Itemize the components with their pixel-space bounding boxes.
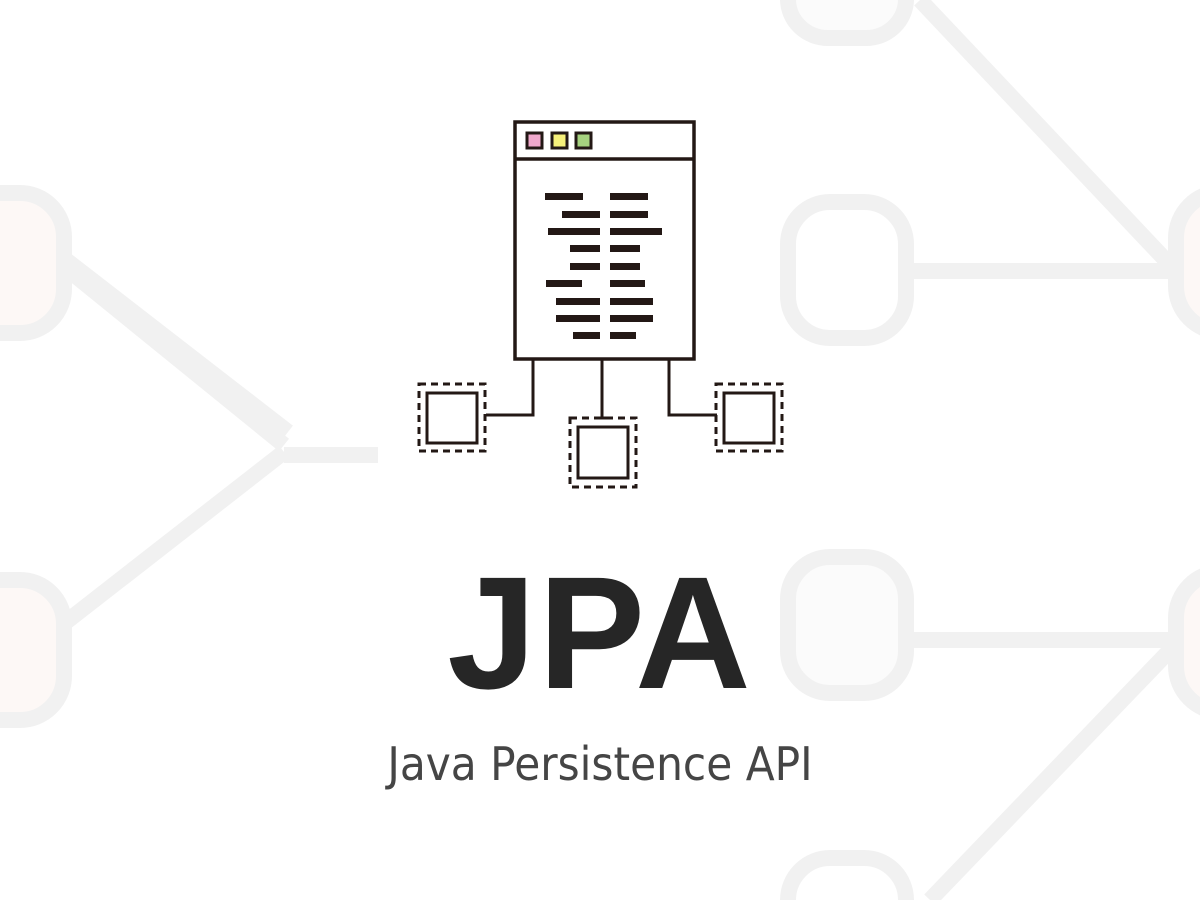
bg-node-right-lower	[780, 549, 914, 701]
window-dot-yellow-icon	[550, 131, 569, 150]
bg-node-edge-top	[1168, 188, 1200, 336]
bg-node-left-top	[0, 185, 72, 341]
page-title: JPA	[447, 543, 753, 722]
page-subtitle: Java Persistence API	[387, 737, 813, 791]
bg-node-left-bottom	[0, 572, 72, 728]
window-dot-green-icon	[574, 131, 593, 150]
bg-node-right-bottom	[780, 850, 914, 900]
window-dot-pink-icon	[525, 131, 544, 150]
entity-node-right-icon	[714, 382, 784, 453]
bg-node-right-top	[780, 0, 914, 46]
bg-node-right-middle	[780, 194, 914, 346]
entity-node-left-icon	[417, 382, 487, 453]
app-window-icon	[513, 120, 696, 361]
connector-lines	[486, 359, 717, 420]
bg-node-edge-bottom	[1168, 568, 1200, 716]
entity-node-center-icon	[568, 416, 638, 489]
code-lines-icon	[545, 193, 662, 339]
